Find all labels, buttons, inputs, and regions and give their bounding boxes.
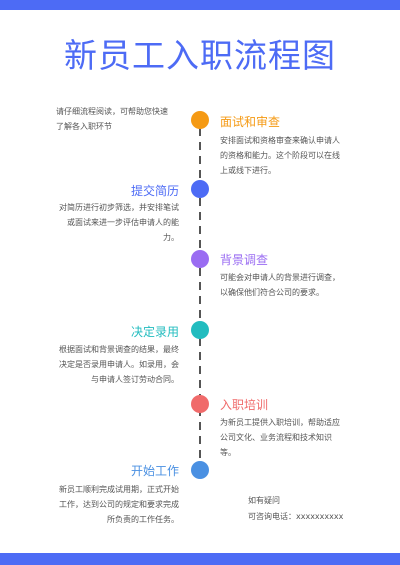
step-2-title: 提交简历 <box>130 184 179 198</box>
step-6-title: 开始工作 <box>130 464 179 478</box>
top-accent-bar <box>0 0 400 10</box>
step-4-dot <box>191 321 209 339</box>
step-4-title: 决定录用 <box>130 325 179 339</box>
step-1-title: 面试和审查 <box>220 115 281 129</box>
step-1-dot <box>191 111 209 129</box>
bottom-accent-bar <box>0 553 400 565</box>
step-3-title: 背景调查 <box>220 253 269 267</box>
intro-text: 请仔细流程阅读，可帮助您快速了解各入职环节 <box>56 107 168 131</box>
contact-line-1: 如有疑问 <box>248 496 280 505</box>
step-4-desc: 根据面试和背景调查的结果，最终决定是否录用申请人。如录用，会与申请人签订劳动合同… <box>59 345 179 384</box>
contact-info: 如有疑问 可咨询电话：xxxxxxxxxx <box>248 493 343 525</box>
contact-line-2: 可咨询电话：xxxxxxxxxx <box>248 512 344 521</box>
page-title: 新员工入职流程图 <box>64 36 336 75</box>
step-6-dot <box>191 461 209 479</box>
step-1-desc: 安排面试和资格审查来确认申请人的资格和能力。这个阶段可以在线上或线下进行。 <box>220 136 340 175</box>
step-2-desc: 对简历进行初步筛选，并安排笔试或面试来进一步评估申请人的能力。 <box>59 203 179 242</box>
timeline-dashed-line <box>199 128 201 468</box>
step-3-desc: 可能会对申请人的背景进行调查，以确保他们符合公司的要求。 <box>220 273 340 297</box>
step-5-dot <box>191 395 209 413</box>
step-5-title: 入职培训 <box>220 398 269 412</box>
step-5-desc: 为新员工提供入职培训，帮助适应公司文化、业务流程和技术知识等。 <box>220 418 340 457</box>
step-3-dot <box>191 250 209 268</box>
step-2-dot <box>191 180 209 198</box>
step-6-desc: 新员工顺利完成试用期，正式开始工作，达到公司的规定和要求完成所负责的工作任务。 <box>59 485 179 524</box>
